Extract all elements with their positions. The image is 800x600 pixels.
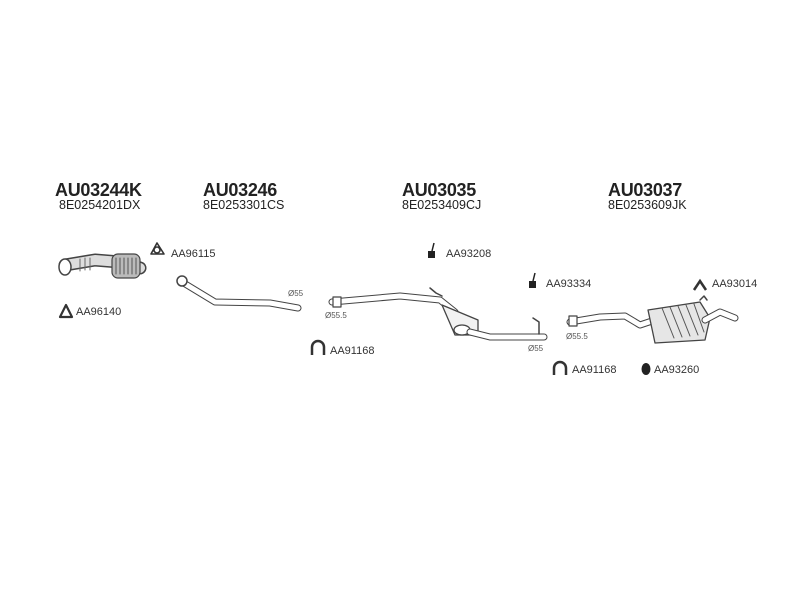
part-label: AA91168 [572, 364, 617, 376]
bracket-icon [692, 278, 708, 291]
oem-number: 8E0253301CS [203, 198, 285, 212]
part-label: AA93260 [654, 364, 700, 376]
rear-silencer-drawing [566, 295, 739, 344]
gasket-icon [58, 303, 74, 319]
hanger-icon [428, 251, 435, 258]
part-label: AA93014 [712, 278, 758, 290]
part-label: AA96115 [171, 248, 216, 260]
part-label: AA93334 [546, 278, 592, 290]
clamp-icon [310, 339, 326, 355]
middle-silencer-drawing [328, 287, 548, 341]
assembly-code: AU03246 [203, 180, 277, 200]
gasket-icon-hole [153, 246, 161, 254]
part-label: AA91168 [330, 345, 375, 357]
diameter-label: Ø55.5 [325, 311, 347, 320]
assembly-front-pipe: AU03246 8E0253301CS [203, 181, 284, 212]
assembly-code: AU03037 [608, 180, 682, 200]
assembly-catalytic-converter: AU03244K 8E0254201DX [55, 181, 142, 212]
clamp-icon [552, 360, 568, 375]
oem-number: 8E0254201DX [59, 198, 141, 212]
assembly-middle-silencer: AU03035 8E0253409CJ [402, 181, 481, 212]
front-pipe-drawing [176, 275, 302, 312]
assembly-rear-silencer: AU03037 8E0253609JK [608, 181, 687, 212]
diameter-label: Ø55 [288, 289, 304, 298]
part-label: AA96140 [76, 306, 122, 318]
catalytic-converter-drawing [58, 253, 147, 279]
hanger-icon [529, 281, 536, 288]
hanger-icon-hook [532, 272, 536, 282]
part-label: AA93208 [446, 248, 492, 260]
rubber-mount-icon [641, 363, 651, 375]
hanger-icon-hook [431, 242, 435, 252]
assembly-code: AU03244K [55, 180, 142, 200]
oem-number: 8E0253409CJ [402, 198, 482, 212]
diameter-label: Ø55 [528, 344, 544, 353]
oem-number: 8E0253609JK [608, 198, 687, 212]
assembly-code: AU03035 [402, 180, 476, 200]
diameter-label: Ø55.5 [566, 332, 588, 341]
